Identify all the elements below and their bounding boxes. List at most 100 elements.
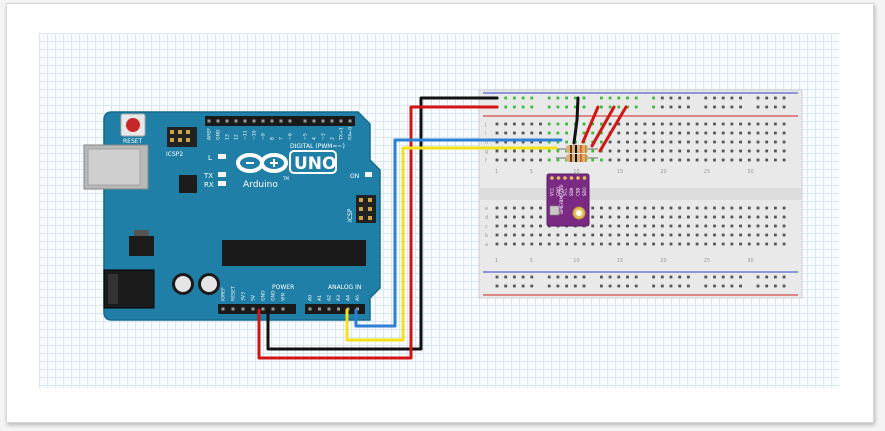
breadboard-hole: [721, 224, 725, 228]
breadboard-hole: [774, 122, 777, 126]
breadboard-hole: [643, 206, 647, 210]
breadboard-hole: [521, 105, 525, 109]
breadboard-hole: [608, 215, 612, 219]
column-number: 15: [617, 169, 623, 175]
breadboard-hole: [582, 275, 586, 279]
digital-pin-label: ~5: [303, 133, 309, 140]
breadboard-hole: [600, 131, 603, 135]
breadboard-hole: [521, 158, 525, 162]
analog-header: [305, 304, 365, 314]
column-number: 5: [530, 258, 533, 264]
breadboard-hole: [547, 131, 551, 135]
digital-pin: [312, 119, 316, 123]
digital-pin: [270, 119, 274, 123]
breadboard-hole: [713, 131, 716, 135]
breadboard-hole: [774, 242, 777, 246]
breadboard-hole: [660, 206, 664, 210]
breadboard-hole: [530, 233, 534, 237]
digital-pin-label: 7: [279, 137, 285, 140]
breadboard-hole: [521, 122, 525, 126]
breadboard-hole: [530, 96, 534, 100]
sensor-pin: [582, 176, 587, 180]
breadboard-hole: [530, 284, 534, 288]
breadboard-hole: [782, 284, 786, 288]
digital-pin-label: ~9: [261, 133, 267, 140]
breadboard-hole: [600, 122, 603, 126]
breadboard-hole: [765, 275, 769, 279]
breadboard-hole: [713, 158, 716, 162]
breadboard-hole: [756, 131, 760, 135]
breadboard-hole: [539, 131, 542, 135]
breadboard-hole: [660, 131, 664, 135]
breadboard-hole: [591, 131, 595, 135]
breadboard-hole: [739, 96, 742, 100]
breadboard-hole: [591, 224, 595, 228]
breadboard-hole: [591, 233, 595, 237]
breadboard-hole: [495, 275, 499, 279]
breadboard-hole: [704, 131, 708, 135]
breadboard-hole: [513, 275, 516, 279]
breadboard-hole: [521, 275, 525, 279]
column-number: 25: [704, 169, 710, 175]
arduino-logo-icon: [236, 153, 288, 173]
breadboard-hole: [756, 215, 760, 219]
breadboard-hole: [504, 206, 508, 210]
row-letter: j: [484, 122, 486, 128]
breadboard-hole: [756, 206, 760, 210]
breadboard-hole: [660, 242, 664, 246]
breadboard-hole: [626, 206, 629, 210]
breadboard-hole: [573, 284, 577, 288]
breadboard-hole: [608, 224, 612, 228]
breadboard-hole: [695, 224, 699, 228]
breadboard-hole: [782, 233, 786, 237]
breadboard-hole: [652, 149, 655, 153]
breadboard-hole: [504, 275, 508, 279]
breadboard-hole: [495, 215, 499, 219]
breadboard-hole: [678, 275, 682, 279]
breadboard-hole: [739, 149, 742, 153]
breadboard-hole: [547, 284, 551, 288]
breadboard-hole: [765, 158, 769, 162]
breadboard-hole: [626, 122, 629, 126]
wire-sensor-gnd: [572, 96, 580, 145]
breadboard-hole: [678, 242, 682, 246]
digital-pin-label: TX→1: [339, 127, 345, 141]
breadboard-hole: [765, 242, 769, 246]
breadboard-hole: [565, 275, 568, 279]
breadboard-hole: [643, 122, 647, 126]
breadboard-hole: [678, 131, 682, 135]
digital-pin-label: 13: [225, 134, 231, 140]
breadboard-hole: [739, 215, 742, 219]
breadboard-hole: [573, 233, 577, 237]
icsp-header: [356, 195, 376, 223]
breadboard-hole: [626, 233, 629, 237]
breadboard-hole: [774, 158, 777, 162]
breadboard-hole: [547, 105, 551, 109]
breadboard-hole: [774, 105, 777, 109]
reset-label: RESET: [123, 138, 143, 145]
breadboard-hole: [634, 275, 638, 279]
breadboard-hole: [495, 233, 499, 237]
breadboard-hole: [643, 158, 647, 162]
breadboard-hole: [617, 284, 621, 288]
digital-pin: [261, 119, 265, 123]
led-l: [218, 154, 226, 159]
breadboard-hole: [660, 233, 664, 237]
breadboard-hole: [495, 158, 499, 162]
breadboard-hole: [739, 105, 742, 109]
power-pin: [271, 307, 275, 311]
breadboard-hole: [530, 105, 534, 109]
breadboard-hole: [687, 158, 690, 162]
breadboard-hole: [687, 275, 690, 279]
breadboard-hole: [652, 206, 655, 210]
breadboard-hole: [660, 122, 664, 126]
breadboard-hole: [582, 284, 586, 288]
icsp2-label: ICSP2: [166, 151, 183, 158]
breadboard-hole: [704, 122, 708, 126]
breadboard-hole: [756, 158, 760, 162]
analog-pin: [308, 307, 312, 311]
breadboard-hole: [530, 242, 534, 246]
breadboard-hole: [704, 215, 708, 219]
breadboard-hole: [634, 215, 638, 219]
breadboard-hole: [739, 224, 742, 228]
